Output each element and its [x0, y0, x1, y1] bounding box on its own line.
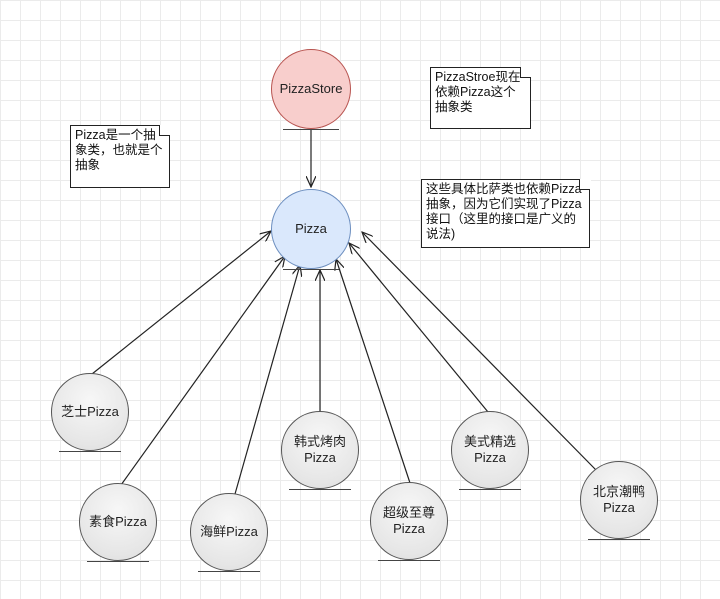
note-fold-icon	[579, 178, 591, 190]
supreme-pizza-label: 超级至尊 Pizza	[382, 505, 435, 536]
american-pizza-node[interactable]: 美式精选 Pizza	[451, 411, 529, 489]
cheese-pizza-label: 芝士Pizza	[61, 404, 119, 419]
veggie-pizza-shadow	[87, 561, 149, 562]
cheese-pizza-shadow	[59, 451, 121, 452]
pizza-store-node[interactable]: PizzaStore	[271, 49, 351, 129]
note-abstract-class-text: Pizza是一个抽象类，也就是个抽象	[75, 128, 163, 172]
note-store-depends-text: PizzaStroe现在依赖Pizza这个抽象类	[435, 70, 521, 114]
pizza-node[interactable]: Pizza	[271, 189, 351, 269]
american-pizza-label: 美式精选 Pizza	[463, 434, 516, 465]
note-fold-icon	[520, 66, 532, 78]
peking-duck-pizza-shadow	[588, 539, 650, 540]
note-abstract-class[interactable]: Pizza是一个抽象类，也就是个抽象	[70, 124, 171, 188]
korean-bbq-pizza-label: 韩式烤肉 Pizza	[293, 434, 346, 465]
note-fold-icon	[159, 124, 171, 136]
pizza-label: Pizza	[295, 221, 327, 236]
edge-duck-to-pizza[interactable]	[362, 232, 597, 471]
korean-bbq-pizza-node[interactable]: 韩式烤肉 Pizza	[281, 411, 359, 489]
supreme-pizza-node[interactable]: 超级至尊 Pizza	[370, 482, 448, 560]
note-store-depends[interactable]: PizzaStroe现在依赖Pizza这个抽象类	[430, 66, 532, 129]
note-concrete-depend-text: 这些具体比萨类也依赖Pizza抽象，因为它们实现了Pizza接口（这里的接口是广…	[426, 182, 582, 241]
peking-duck-pizza-node[interactable]: 北京潮鸭 Pizza	[580, 461, 658, 539]
pizza-store-shadow	[283, 129, 339, 130]
peking-duck-pizza-label: 北京潮鸭 Pizza	[592, 484, 645, 515]
pizza-shadow	[283, 269, 339, 270]
seafood-pizza-label: 海鲜Pizza	[200, 524, 258, 539]
korean-bbq-pizza-shadow	[289, 489, 351, 490]
edge-supreme-to-pizza[interactable]	[336, 259, 411, 484]
edge-cheese-to-pizza[interactable]	[91, 231, 271, 375]
veggie-pizza-node[interactable]: 素食Pizza	[79, 483, 157, 561]
edge-american-to-pizza[interactable]	[349, 243, 489, 413]
american-pizza-shadow	[459, 489, 521, 490]
note-concrete-depend[interactable]: 这些具体比萨类也依赖Pizza抽象，因为它们实现了Pizza接口（这里的接口是广…	[421, 178, 591, 248]
edge-veggie-to-pizza[interactable]	[120, 256, 285, 486]
seafood-pizza-shadow	[198, 571, 260, 572]
veggie-pizza-label: 素食Pizza	[89, 514, 147, 529]
seafood-pizza-node[interactable]: 海鲜Pizza	[190, 493, 268, 571]
supreme-pizza-shadow	[378, 560, 440, 561]
edge-seafood-to-pizza[interactable]	[234, 265, 300, 495]
pizza-store-label: PizzaStore	[279, 81, 343, 96]
cheese-pizza-node[interactable]: 芝士Pizza	[51, 373, 129, 451]
